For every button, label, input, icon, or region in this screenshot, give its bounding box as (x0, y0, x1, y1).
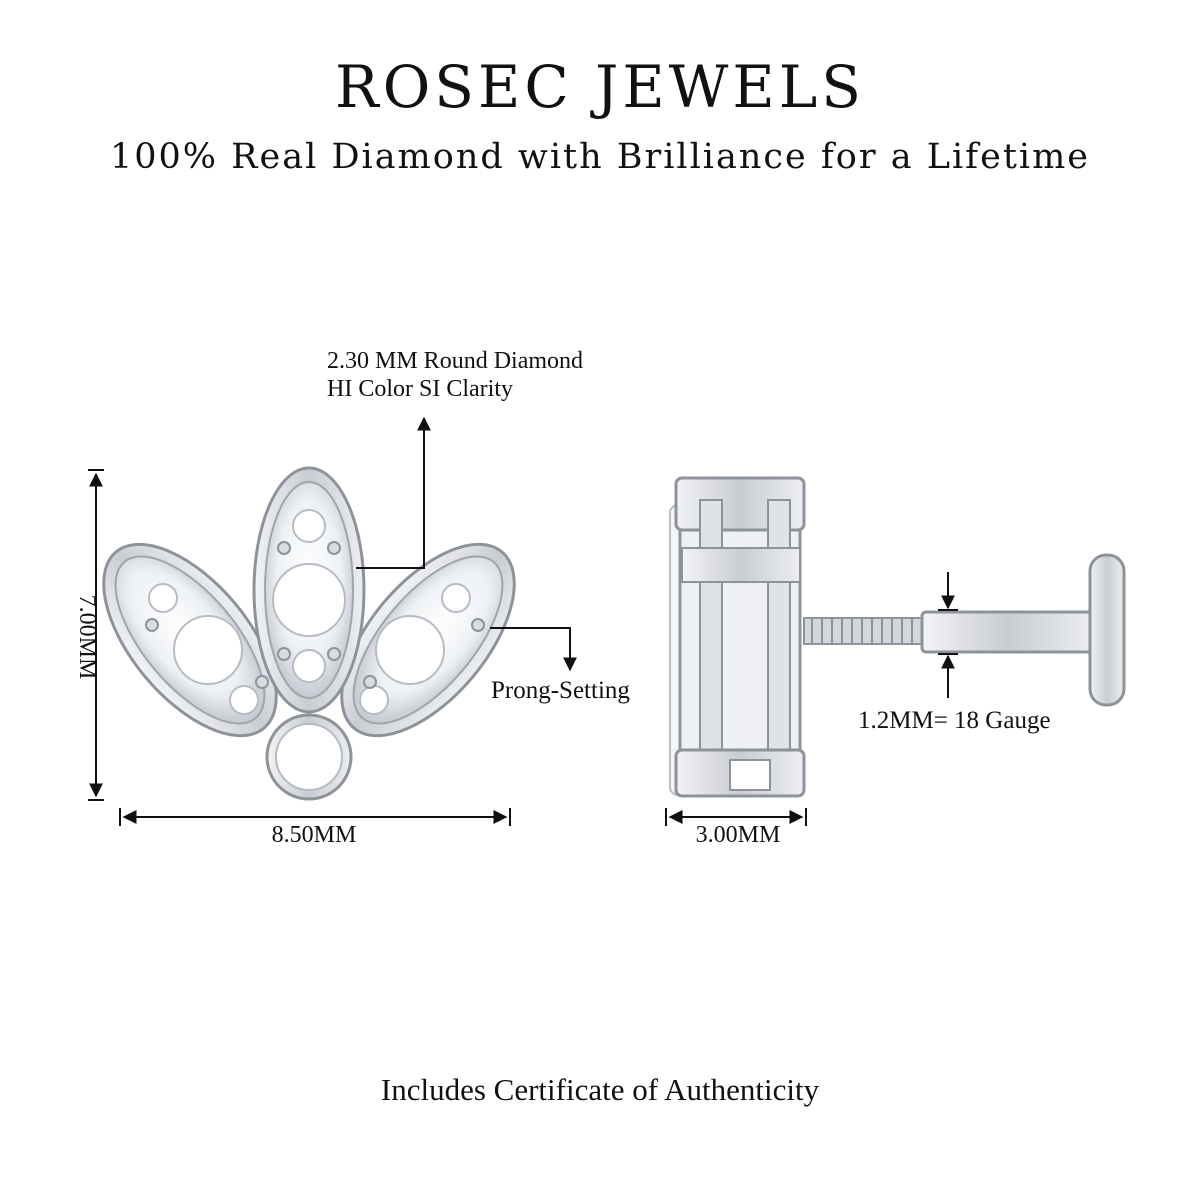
depth-label: 3.00MM (696, 822, 781, 848)
height-dimension (88, 469, 104, 801)
prong-callout-leader (490, 627, 577, 672)
diamond-callout-leader (356, 416, 431, 569)
width-dimension (119, 808, 511, 826)
diamond-callout-line2: HI Color SI Clarity (327, 376, 513, 402)
lotus-earring-front-icon (102, 466, 516, 801)
depth-dimension (665, 808, 807, 826)
diamond-callout-line1: 2.30 MM Round Diamond (327, 348, 583, 374)
certificate-note: Includes Certificate of Authenticity (380, 1072, 820, 1107)
height-label: 7.00MM (74, 595, 100, 680)
gauge-dimension (938, 572, 958, 698)
brand-title: ROSEC JEWELS (335, 53, 865, 121)
gauge-label: 1.2MM= 18 Gauge (858, 707, 1051, 734)
earring-side-profile-icon (669, 476, 1126, 798)
prong-setting-label: Prong-Setting (491, 677, 630, 704)
width-label: 8.50MM (272, 822, 357, 848)
tagline: 100% Real Diamond with Brilliance for a … (110, 137, 1090, 177)
